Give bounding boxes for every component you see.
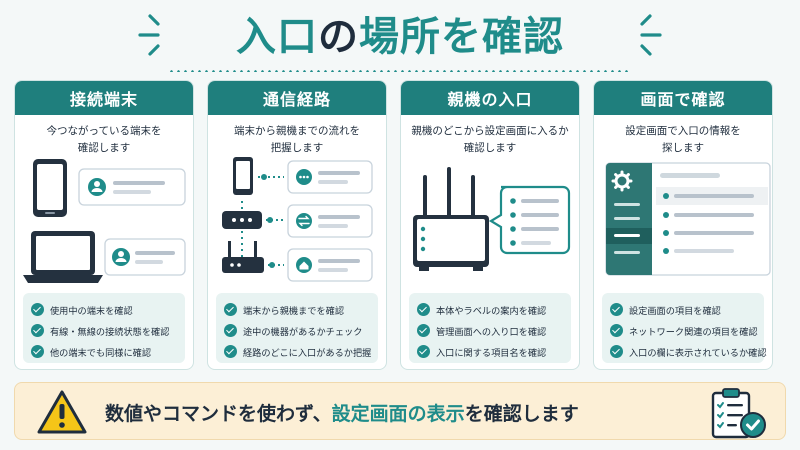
chat-bubble-icon (287, 160, 373, 194)
card-desc-line1: 端末から親機までの流れを (234, 125, 360, 137)
router-illustration (413, 167, 571, 271)
card-check-on-screen: 画面で確認 設定画面で入口の情報を 探します (593, 80, 773, 370)
gear-icon (611, 170, 633, 192)
check-item: 途中の機器があるかチェック (224, 320, 372, 341)
user-bubble-icon (104, 238, 186, 276)
clipboard-check-icon (711, 388, 766, 439)
checklist: 使用中の端末を確認 有線・無線の接続状態を確認 他の端末でも同様に確認 (23, 293, 185, 363)
card-desc-line2: 把握します (270, 142, 324, 154)
card-description: 親機のどこから設定画面に入るか 確認します (401, 123, 579, 157)
check-circle-icon (224, 324, 237, 337)
card-desc-line2: 確認します (463, 142, 517, 154)
check-item: ネットワーク関連の項目を確認 (610, 320, 758, 341)
card-description: 設定画面で入口の情報を 探します (594, 123, 772, 157)
banner-text-highlight: 設定画面の表示 (331, 402, 465, 425)
bottom-banner: 数値やコマンドを使わず、設定画面の表示を確認します (14, 382, 786, 440)
check-circle-icon (610, 324, 623, 337)
smartphone-icon (33, 159, 67, 217)
check-circle-icon (417, 324, 430, 337)
check-label: 有線・無線の接続状態を確認 (50, 326, 170, 338)
check-item: 使用中の端末を確認 (31, 299, 179, 320)
check-item: 設定画面の項目を確認 (610, 299, 758, 320)
check-label: 経路のどこに入口があるか把握 (243, 347, 372, 359)
devices-illustration (23, 159, 186, 283)
card-connected-devices: 接続端末 今つながっている端末を 確認します (14, 80, 194, 370)
check-item: 管理画面への入り口を確認 (417, 320, 565, 341)
sparkle-left-icon (138, 14, 160, 56)
router-icon (222, 241, 264, 273)
title-rest: 場所を確認 (359, 14, 564, 60)
title-particle: の (318, 14, 359, 60)
title-dotted-divider (168, 70, 632, 72)
transfer-bubble-icon (287, 204, 373, 238)
check-item: 入口の欄に表示されているか確認 (610, 341, 767, 362)
title-area: 入口の場所を確認 (0, 0, 800, 74)
warning-icon (37, 390, 87, 434)
check-circle-icon (31, 324, 44, 337)
check-label: 入口に関する項目名を確認 (436, 347, 547, 359)
check-circle-icon (31, 303, 44, 316)
settings-window-icon (605, 162, 771, 276)
check-circle-icon (417, 345, 430, 358)
check-item: 有線・無線の接続状態を確認 (31, 320, 179, 341)
page-title: 入口の場所を確認 (236, 17, 564, 57)
laptop-icon (23, 231, 103, 283)
check-label: 端末から親機までを確認 (243, 305, 345, 317)
check-label: ネットワーク関連の項目を確認 (629, 326, 758, 338)
check-label: 他の端末でも同様に確認 (50, 347, 152, 359)
title-accent: 入口 (236, 14, 318, 60)
card-heading: 画面で確認 (594, 81, 772, 115)
card-heading: 親機の入口 (401, 81, 579, 115)
card-desc-line1: 親機のどこから設定画面に入るか (411, 125, 569, 137)
check-item: 端末から親機までを確認 (224, 299, 372, 320)
check-item: 本体やラベルの案内を確認 (417, 299, 565, 320)
check-label: 使用中の端末を確認 (50, 305, 133, 317)
checklist: 設定画面の項目を確認 ネットワーク関連の項目を確認 入口の欄に表示されているか確… (602, 293, 767, 363)
card-description: 端末から親機までの流れを 把握します (208, 123, 386, 157)
path-illustration (222, 157, 373, 282)
card-desc-line1: 今つながっている端末を (46, 125, 162, 137)
check-item: 入口に関する項目名を確認 (417, 341, 565, 362)
user-bubble-icon (78, 168, 186, 206)
check-circle-icon (224, 345, 237, 358)
menu-callout-icon (488, 185, 571, 255)
check-item: 経路のどこに入口があるか把握 (224, 341, 372, 362)
card-heading: 通信経路 (208, 81, 386, 115)
checklist: 本体やラベルの案内を確認 管理画面への入り口を確認 入口に関する項目名を確認 (409, 293, 571, 363)
card-router-entrance: 親機の入口 親機のどこから設定画面に入るか 確認します (400, 80, 580, 370)
check-label: 入口の欄に表示されているか確認 (629, 347, 767, 359)
check-circle-icon (31, 345, 44, 358)
network-switch-icon (222, 211, 262, 229)
settings-screen-illustration (605, 162, 771, 276)
check-circle-icon (610, 345, 623, 358)
check-label: 途中の機器があるかチェック (243, 326, 363, 338)
banner-text-part1: 数値やコマンドを使わず、 (105, 402, 332, 425)
sparkle-right-icon (640, 14, 662, 56)
check-label: 管理画面への入り口を確認 (436, 326, 547, 338)
banner-text-part3: を確認します (464, 402, 579, 425)
card-description: 今つながっている端末を 確認します (15, 123, 193, 157)
smartphone-icon (233, 157, 253, 195)
banner-message: 数値やコマンドを使わず、設定画面の表示を確認します (105, 383, 579, 441)
wifi-router-icon (413, 167, 489, 271)
check-item: 他の端末でも同様に確認 (31, 341, 179, 362)
checklist: 端末から親機までを確認 途中の機器があるかチェック 経路のどこに入口があるか把握 (216, 293, 378, 363)
check-label: 設定画面の項目を確認 (629, 305, 721, 317)
card-desc-line2: 探します (662, 142, 704, 154)
check-circle-icon (224, 303, 237, 316)
card-desc-line2: 確認します (77, 142, 131, 154)
card-communication-path: 通信経路 端末から親機までの流れを 把握します (207, 80, 387, 370)
check-circle-icon (417, 303, 430, 316)
check-label: 本体やラベルの案内を確認 (436, 305, 547, 317)
check-circle-icon (610, 303, 623, 316)
home-bubble-icon (287, 248, 373, 282)
card-desc-line1: 設定画面で入口の情報を (625, 125, 741, 137)
card-heading: 接続端末 (15, 81, 193, 115)
